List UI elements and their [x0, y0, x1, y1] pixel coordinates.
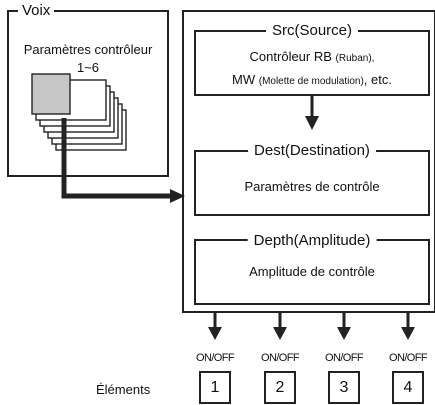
- voice-title: Voix: [18, 3, 55, 18]
- src-line-1-main: Contrôleur RB: [249, 49, 332, 64]
- src-title: Src(Source): [265, 23, 359, 38]
- element-number-4: 4: [403, 379, 413, 396]
- element-box-4: [392, 371, 424, 404]
- connect-arrow-head-icon: [170, 189, 185, 203]
- switch-label-1: ON/OFF: [196, 352, 235, 364]
- depth-title: Depth(Amplitude): [247, 233, 377, 248]
- src-line-2: MW (Molette de modulation), etc.: [195, 73, 429, 87]
- voice-params-label: Paramètres contrôleur: [23, 42, 153, 57]
- voice-params-range: 1~6: [76, 60, 100, 75]
- element-box-3: [328, 371, 360, 404]
- element-arrow-4-icon: [401, 327, 415, 340]
- element-number-1: 1: [210, 379, 220, 396]
- switch-label-2: ON/OFF: [261, 352, 300, 364]
- dest-body: Paramètres de contrôle: [244, 179, 380, 194]
- src-line-2-main-b: , etc.: [363, 72, 392, 87]
- src-line-1-small: (Ruban),: [335, 53, 375, 64]
- voice-box: [7, 10, 169, 177]
- element-arrow-3-icon: [337, 327, 351, 340]
- element-number-2: 2: [275, 379, 285, 396]
- switch-label-4: ON/OFF: [389, 352, 428, 364]
- depth-body: Amplitude de contrôle: [249, 264, 375, 279]
- controller-box: [182, 10, 435, 313]
- element-arrow-2-icon: [273, 327, 287, 340]
- src-line-1: Contrôleur RB (Ruban),: [195, 50, 429, 64]
- parameter-cards-icon: [31, 73, 127, 151]
- src-dest-arrow-head-icon: [305, 116, 319, 130]
- switch-label-3: ON/OFF: [325, 352, 364, 364]
- element-arrows: [208, 313, 415, 340]
- element-box-2: [264, 371, 296, 404]
- elements-label: Éléments: [96, 382, 151, 397]
- dest-title: Dest(Destination): [248, 143, 376, 158]
- connect-arrow-line: [61, 118, 175, 199]
- element-arrow-1-icon: [208, 327, 222, 340]
- src-line-2-small: (Molette de modulation): [258, 76, 364, 87]
- element-box-1: [199, 371, 231, 404]
- element-number-3: 3: [339, 379, 349, 396]
- src-line-2-main-a: MW: [232, 72, 256, 87]
